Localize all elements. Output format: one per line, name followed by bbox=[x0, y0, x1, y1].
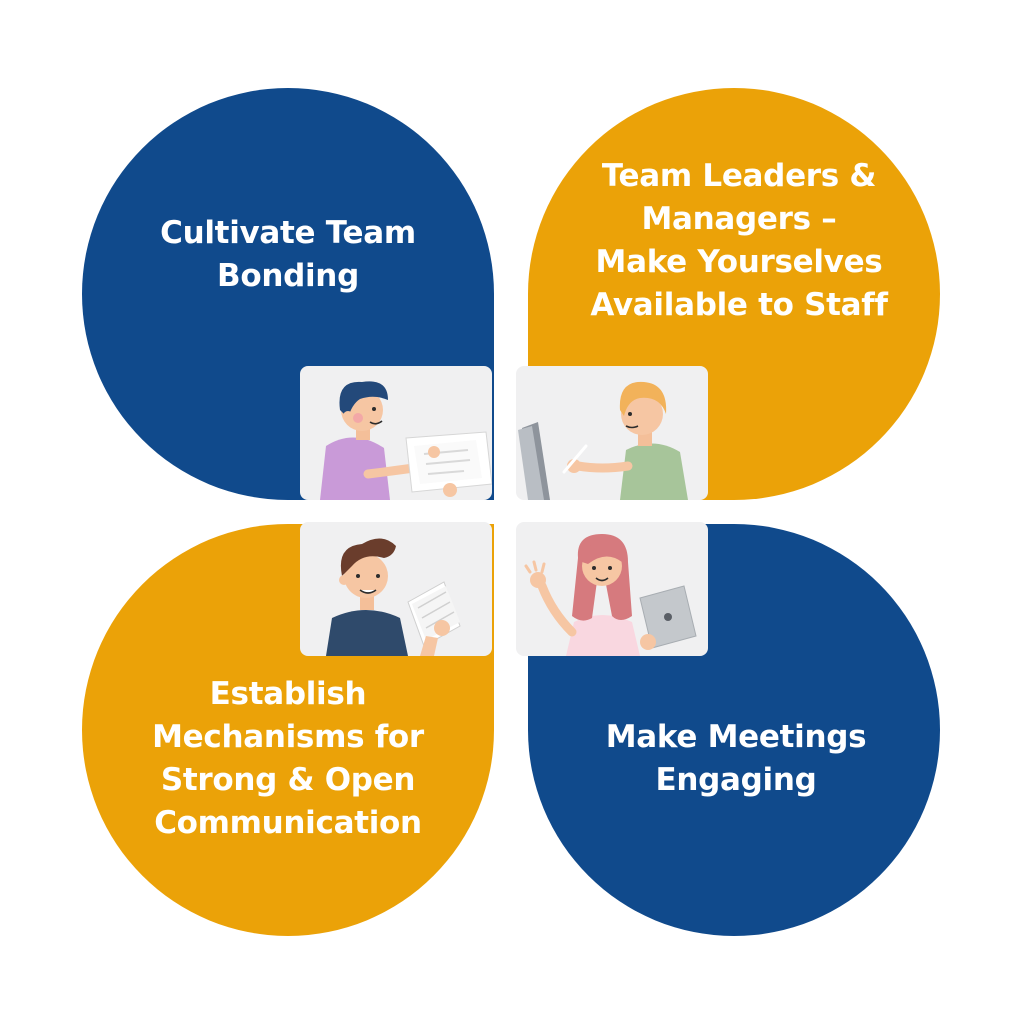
woman-with-tablet-icon bbox=[524, 534, 697, 656]
label-cultivate-team-bonding: Cultivate Team Bonding bbox=[110, 212, 466, 298]
label-line: Team Leaders & bbox=[601, 158, 877, 194]
label-establish-mechanisms: Establish Mechanisms for Strong & Open C… bbox=[104, 673, 472, 845]
label-team-leaders-managers: Team Leaders & Managers – Make Yourselve… bbox=[554, 155, 924, 327]
illustration-card-top-left bbox=[300, 366, 492, 500]
illustration-card-bottom-right bbox=[516, 522, 708, 656]
label-line: Make Meetings bbox=[605, 719, 867, 755]
label-line: Establish bbox=[209, 676, 367, 712]
illustration-card-top-right bbox=[516, 366, 708, 500]
label-line: Communication bbox=[154, 805, 422, 841]
label-line: Cultivate Team bbox=[160, 215, 416, 251]
label-line: Make Yourselves bbox=[595, 244, 883, 280]
man-reading-papers-icon bbox=[320, 381, 492, 500]
label-line: Bonding bbox=[217, 258, 359, 294]
label-line: Strong & Open bbox=[160, 762, 416, 798]
label-line: Available to Staff bbox=[590, 287, 888, 323]
label-line: Mechanisms for bbox=[152, 719, 424, 755]
man-holding-notebook-icon bbox=[326, 538, 461, 656]
man-writing-on-tablet-icon bbox=[518, 381, 688, 500]
label-line: Managers – bbox=[641, 201, 837, 237]
label-make-meetings-engaging: Make Meetings Engaging bbox=[556, 716, 916, 802]
label-line: Engaging bbox=[655, 762, 817, 798]
illustration-card-bottom-left bbox=[300, 522, 492, 656]
